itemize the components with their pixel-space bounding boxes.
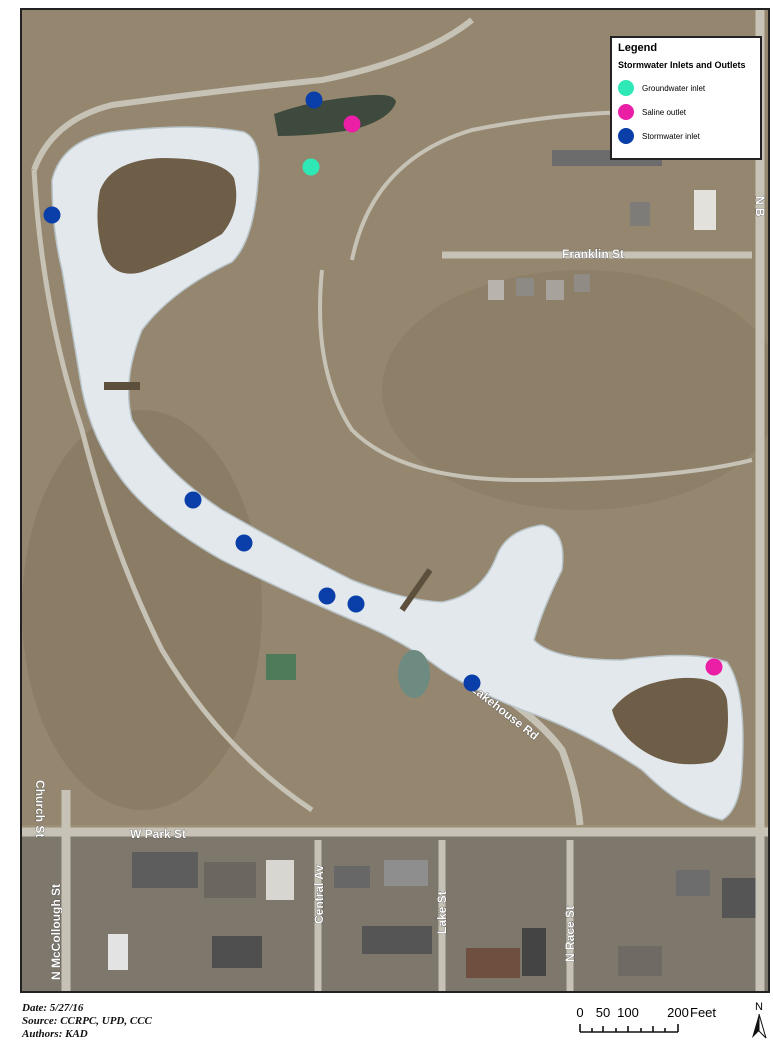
scale-tick-label: 100 [617,1005,639,1020]
legend-label: Stormwater inlet [642,131,700,141]
date-text: Date: 5/27/16 [22,1002,84,1014]
legend-item-groundwater: Groundwater inlet [618,76,754,100]
saline-swatch [618,104,634,120]
franklin-st-label: Franklin St [562,247,624,261]
house [516,278,534,296]
building [618,946,662,976]
pavilion [266,654,296,680]
north-pond [274,94,396,136]
west-path [31,169,314,813]
source-text: Source: CCRPC, UPD, CCC [22,1015,152,1027]
building [466,948,520,978]
loop-path [318,269,753,483]
north-arrow-left-icon [752,1014,759,1038]
scale-tick-label: 0 [576,1005,583,1020]
stormwater-inlet-marker[interactable] [184,491,202,509]
building [694,190,716,230]
legend-label: Saline outlet [642,107,687,117]
building [132,852,198,888]
building [108,934,128,970]
race-st-label: N Race St [563,906,577,962]
bridge [104,382,140,390]
stormwater-inlet-marker[interactable] [318,587,336,605]
map-credits: Date: 5/27/16 Source: CCRPC, UPD, CCC Au… [22,1002,152,1041]
north-arrow: N [752,1001,767,1039]
legend-title: Legend [618,42,658,54]
aerial-map[interactable]: Franklin St N B Lakehouse Rd W Park St C… [20,8,770,993]
saline-outlet-marker[interactable] [705,658,723,676]
legend-subtitle: Stormwater Inlets and Outlets [618,60,746,70]
building [522,928,546,976]
scale-bar: 0 50 100 200 Feet [576,1005,716,1033]
scale-tick-label: 200 [667,1005,689,1020]
bridge [399,568,433,612]
scale-ruler [579,1024,679,1033]
legend-item-saline: Saline outlet [618,100,754,124]
w-park-st-label: W Park St [130,827,186,841]
north-arrow-right-icon [758,1013,767,1039]
groundwater-inlet-marker[interactable] [302,158,320,176]
house [488,280,504,300]
authors-text: Authors: KAD [22,1028,88,1040]
north-label: N [755,1001,763,1013]
north-island [97,158,237,274]
church-st-label: Church St [33,780,47,837]
woods-east [382,270,768,510]
house [574,274,590,292]
building [204,862,256,898]
legend-item-stormwater: Stormwater inlet [618,124,754,148]
east-island [612,677,728,765]
legend-label: Groundwater inlet [642,83,706,93]
building [362,926,432,954]
stormwater-inlet-marker[interactable] [235,534,253,552]
scale-unit: Feet [690,1005,716,1020]
legend: Legend Stormwater Inlets and Outlets Gro… [610,36,762,160]
stormwater-inlet-marker[interactable] [463,674,481,692]
scale-tick-label: 50 [596,1005,610,1020]
building [384,860,428,886]
central-av-label: Central Av [312,865,326,924]
north-path [31,17,474,172]
groundwater-swatch [618,80,634,96]
saline-outlet-marker[interactable] [343,115,361,133]
n-b-label: N B [753,196,767,217]
markers [43,91,723,692]
mccollough-st-label: N McCollough St [49,884,63,980]
building [212,936,262,968]
building [676,870,710,896]
stormwater-swatch [618,128,634,144]
stormwater-inlet-marker[interactable] [305,91,323,109]
boathouse [398,650,430,698]
house [630,202,650,226]
stormwater-inlet-marker[interactable] [347,595,365,613]
building [722,878,762,918]
stormwater-inlet-marker[interactable] [43,206,61,224]
building [334,866,370,888]
lake-st-label: Lake St [435,891,449,934]
house [546,280,564,300]
building [266,860,294,900]
